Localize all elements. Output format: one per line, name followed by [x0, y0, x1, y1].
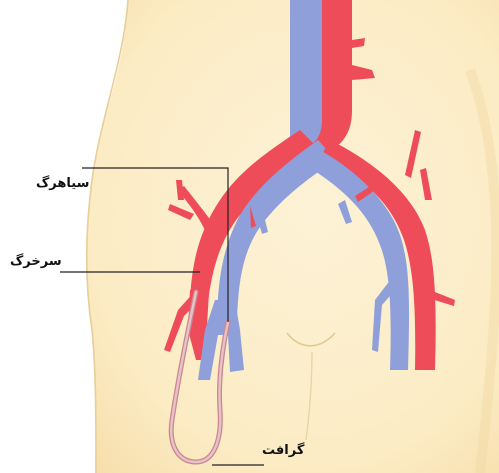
graft-label: گرافت — [262, 443, 304, 458]
vein-label: سیاهرگ — [36, 176, 89, 191]
artery-label: سرخرگ — [10, 254, 62, 269]
